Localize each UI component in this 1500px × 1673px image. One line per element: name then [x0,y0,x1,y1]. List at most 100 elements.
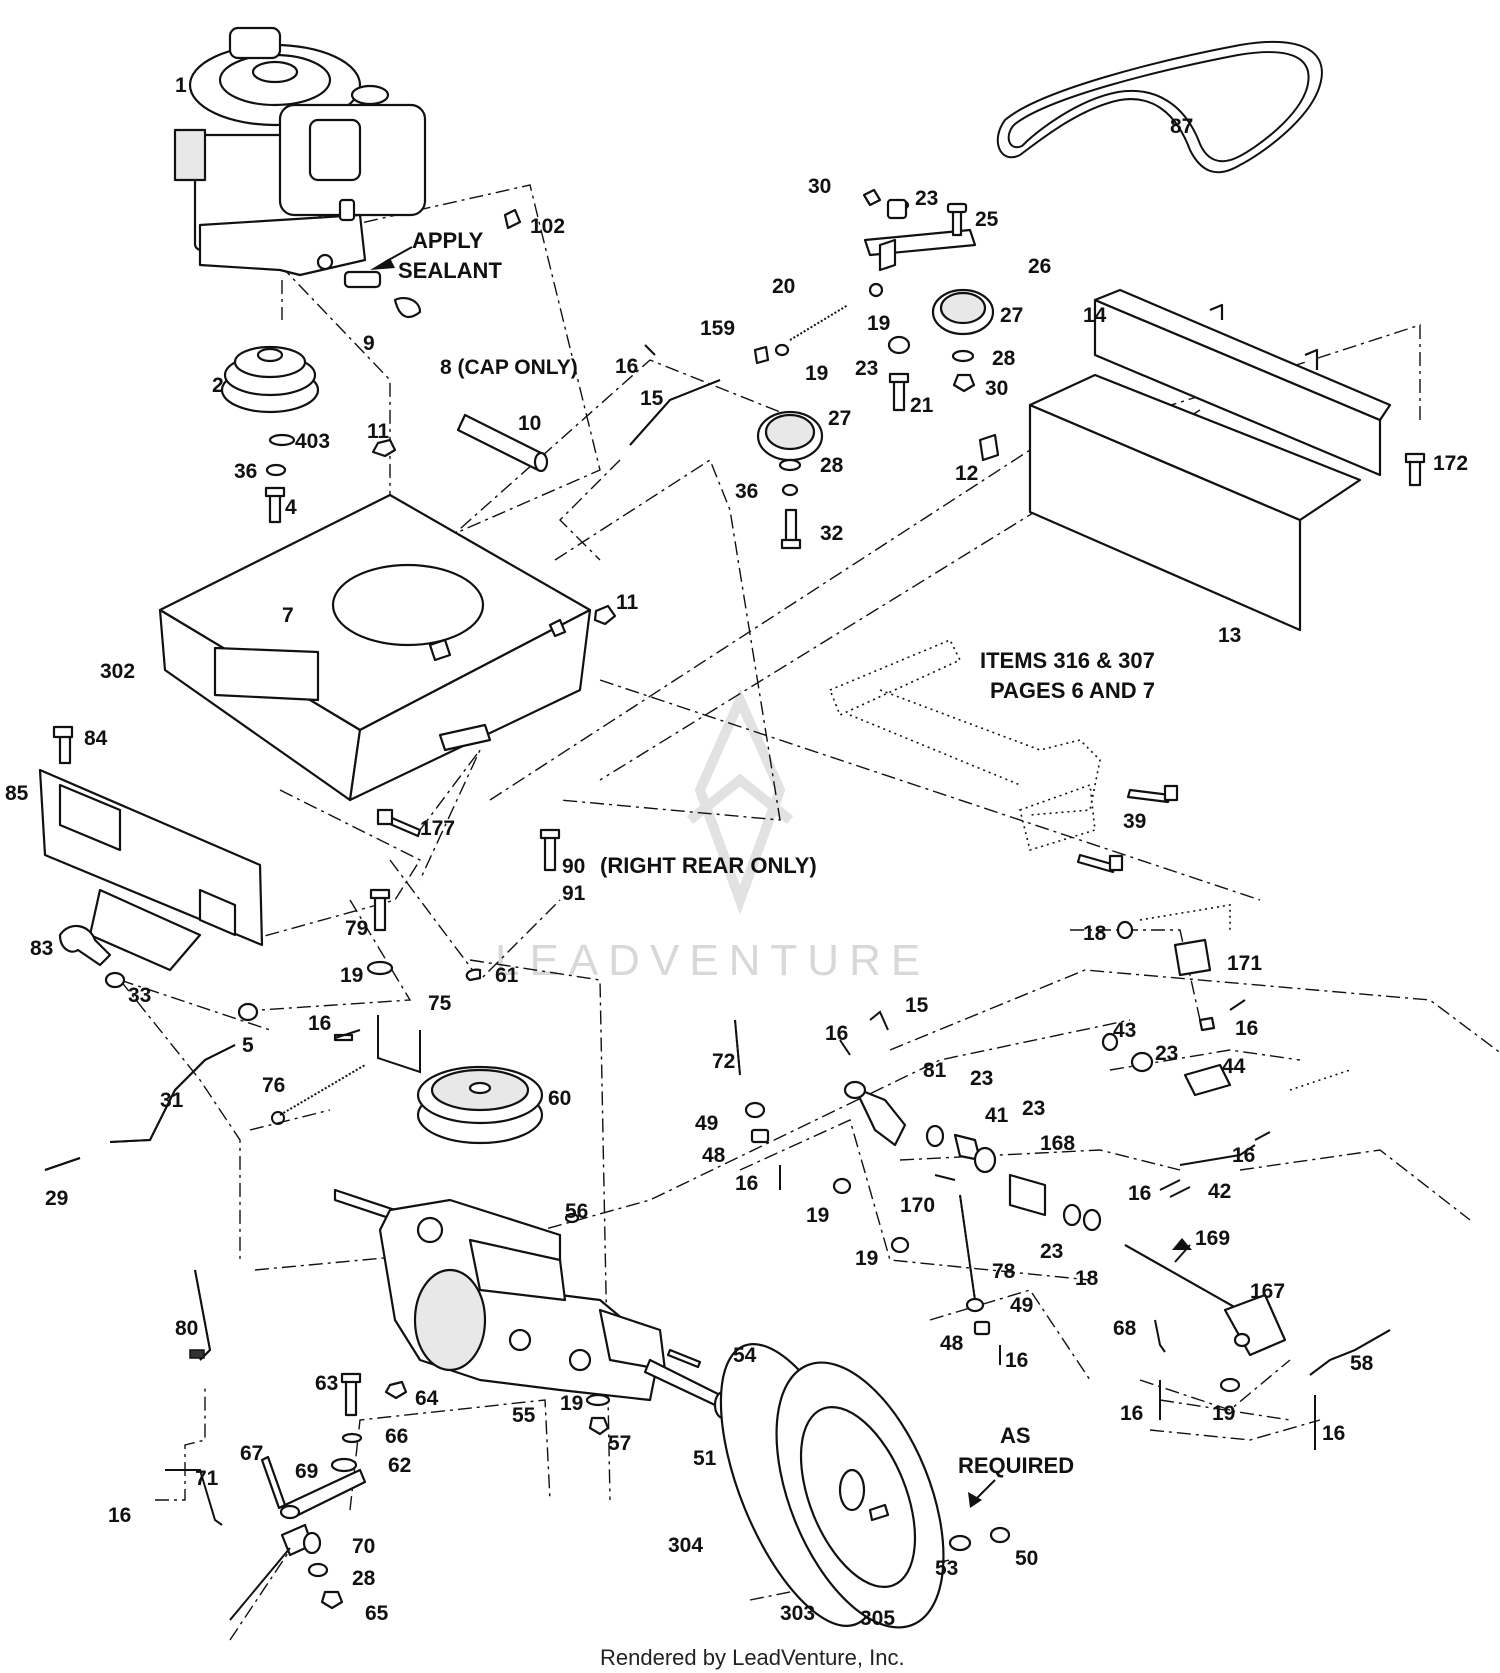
control-linkage [734,1010,1102,1365]
callout-80: 80 [175,1317,198,1340]
callout-302: 302 [100,660,135,683]
callout-66: 66 [385,1425,408,1448]
callout-32: 32 [820,522,843,545]
transaxle [333,1188,722,1407]
lift-assembly [1124,1238,1391,1450]
brake-linkage [165,1455,367,1621]
callout-159: 159 [700,317,735,340]
callout-19b: 19 [560,1392,583,1415]
note-items-ref: ITEMS 316 & 307 [980,648,1155,673]
callout-90: 90 [562,855,585,878]
spacer-tube [456,413,549,473]
callout-68: 68 [1113,1317,1137,1340]
callout-11a: 11 [367,420,390,443]
callout-20: 20 [772,275,795,298]
chassis-frame [158,493,592,802]
callout-23f: 23 [1040,1240,1063,1263]
callout-19e: 19 [806,1204,829,1227]
callout-19d: 19 [805,362,828,385]
idler-pulley-lower [756,410,824,550]
callout-16a: 16 [308,1012,331,1035]
control-rod-80 [189,1269,212,1361]
callout-16k: 16 [1322,1422,1345,1445]
callout-55: 55 [512,1404,536,1427]
idler-assembly [629,188,995,446]
callout-48b: 48 [940,1332,964,1355]
callout-170: 170 [900,1194,935,1217]
callout-29: 29 [45,1187,68,1210]
callout-50: 50 [1015,1547,1038,1570]
callout-76: 76 [262,1074,285,1097]
callout-83: 83 [30,937,53,960]
callout-91: 91 [562,882,586,905]
callout-304: 304 [668,1534,703,1557]
engine [173,26,522,319]
callout-33: 33 [128,984,151,1007]
callout-49a: 49 [695,1112,718,1135]
transaxle-pulley [416,968,544,1145]
callout-12: 12 [955,462,978,485]
callout-81: 81 [923,1059,947,1082]
callout-19f: 19 [855,1247,878,1270]
callout-28c: 28 [820,454,844,477]
drive-belt [996,41,1323,174]
callout-16g: 16 [1232,1144,1255,1167]
callout-168: 168 [1040,1132,1075,1155]
callout-18a: 18 [1083,922,1107,945]
callout-65: 65 [365,1602,389,1625]
notes: APPLY SEALANT ITEMS 316 & 307 PAGES 6 AN… [398,228,1155,1478]
callout-23b: 23 [855,357,878,380]
callout-78: 78 [992,1260,1016,1283]
callout-305: 305 [860,1607,895,1630]
callout-54: 54 [733,1344,757,1367]
callout-15b: 15 [905,994,929,1017]
note-sealant: SEALANT [398,258,502,283]
callout-67: 67 [240,1442,263,1465]
callout-61: 61 [495,964,519,987]
callout-85: 85 [5,782,29,805]
rear-plate [38,725,264,972]
callout-16h: 16 [1128,1182,1151,1205]
footer-credit: Rendered by LeadVenture, Inc. [600,1645,905,1670]
watermark-text: LEADVENTURE [495,936,930,985]
callout-16e: 16 [825,1022,848,1045]
engine-pulley [220,345,320,524]
callout-87: 87 [1170,115,1193,138]
callout-39: 39 [1123,810,1146,833]
callout-79: 79 [345,917,368,940]
callout-72: 72 [712,1050,735,1073]
callout-48a: 48 [702,1144,726,1167]
callout-10: 10 [518,412,541,435]
note-pages-ref: PAGES 6 AND 7 [990,678,1155,703]
callout-56: 56 [565,1200,588,1223]
callout-44: 44 [1222,1055,1246,1078]
spring-assembly [271,1015,421,1125]
callout-36b: 36 [735,480,758,503]
callout-23e: 23 [1022,1097,1045,1120]
callout-36a: 36 [234,460,257,483]
callout-63: 63 [315,1372,338,1395]
watermark: LEADVENTURE [495,687,930,985]
callout-64: 64 [415,1387,439,1410]
callout-16j: 16 [1120,1402,1143,1425]
callout-69: 69 [295,1460,318,1483]
shield-assembly [978,288,1426,632]
callout-28b: 28 [992,347,1016,370]
callout-14: 14 [1083,304,1107,327]
callout-23c: 23 [1155,1042,1178,1065]
note-required: REQUIRED [958,1453,1074,1478]
note-apply: APPLY [412,228,484,253]
callout-177: 177 [420,817,455,840]
callout-11b: 11 [616,591,639,614]
callout-31: 31 [160,1089,184,1112]
callout-303: 303 [780,1602,815,1625]
callout-27b: 27 [828,407,851,430]
note-as: AS [1000,1423,1031,1448]
shift-rod [44,1044,236,1171]
callout-167: 167 [1250,1280,1285,1303]
callout-21: 21 [910,394,934,417]
callout-19c: 19 [867,312,890,335]
callout-16f: 16 [735,1172,758,1195]
callout-30a: 30 [808,175,831,198]
